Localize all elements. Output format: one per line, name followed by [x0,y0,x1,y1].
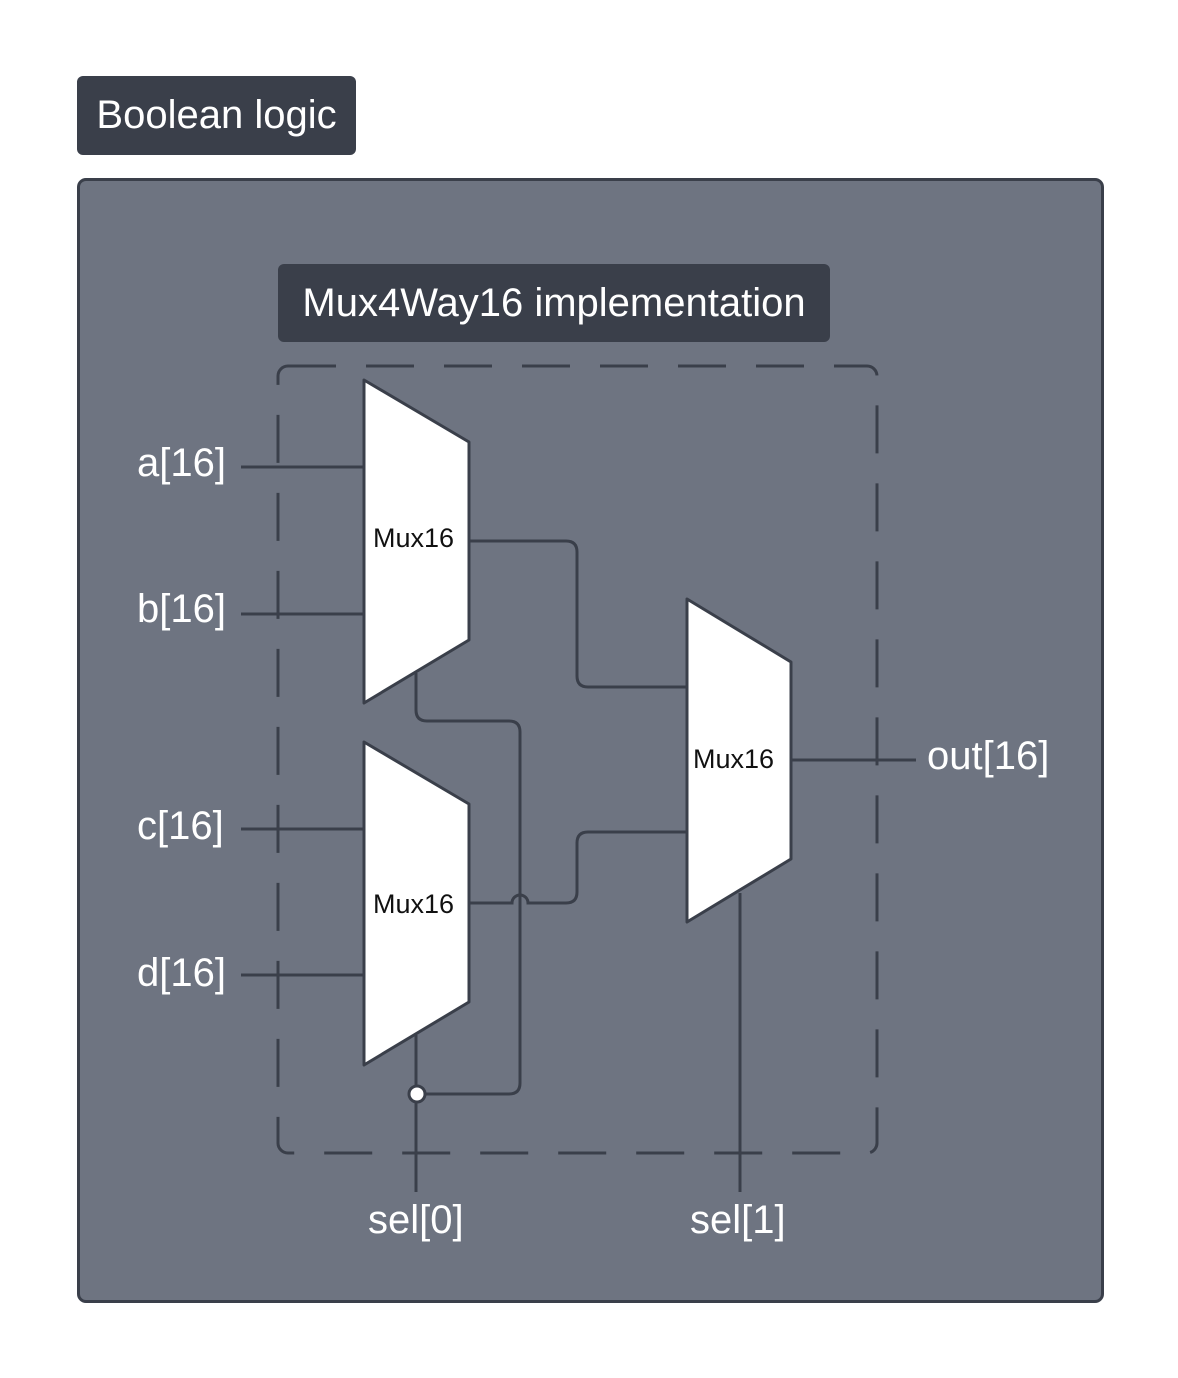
output-label: out[16] [927,734,1050,778]
wire-bottom-mux-out [469,830,687,905]
section-label: Boolean logic [77,76,356,155]
implementation-title: Mux4Way16 implementation [278,264,830,342]
input-d-label: d[16] [137,951,226,995]
wire-top-mux-out [469,539,687,689]
sel1-label: sel[1] [690,1198,786,1242]
input-a-label: a[16] [137,441,226,485]
diagram-panel [77,178,1104,1303]
input-c-label: c[16] [137,804,224,848]
mux-bottom-label: Mux16 [373,889,455,919]
input-b-label: b[16] [137,587,226,631]
mux-final-shape [685,597,793,924]
sel0-label: sel[0] [368,1198,464,1242]
mux-top-shape [362,378,471,705]
mux-bottom-shape [362,740,471,1067]
mux-top-label: Mux16 [373,523,455,553]
mux-final-label: Mux16 [693,744,775,774]
junction-dot [407,1084,427,1104]
wire-sel0-top [414,673,522,1096]
